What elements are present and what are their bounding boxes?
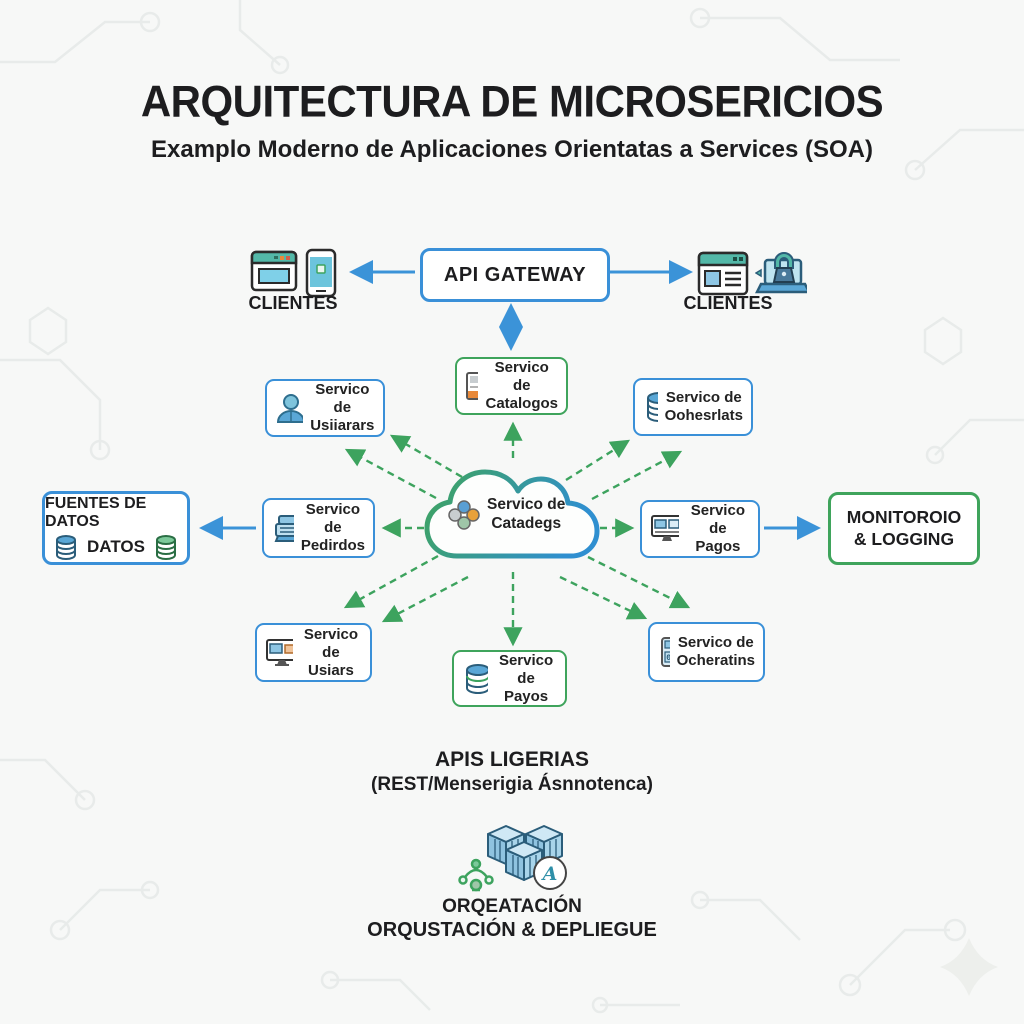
service-label: Catalogos bbox=[485, 395, 558, 412]
monitor-icon bbox=[266, 638, 293, 666]
apis-note-title: APIS LIGERIAS bbox=[434, 748, 590, 771]
letter-a-icon: A bbox=[533, 856, 567, 890]
service-label: Servico de bbox=[315, 381, 370, 416]
service-label: Payos bbox=[503, 687, 549, 705]
data-sources-title: FUENTES DE DATOS bbox=[45, 495, 147, 530]
service-label: Usiiarars bbox=[310, 417, 375, 434]
cloud-shape bbox=[424, 469, 600, 559]
cluster-icon bbox=[448, 499, 480, 530]
service-label: Pedirdos bbox=[300, 537, 365, 554]
service-label: Oohesrlats bbox=[664, 407, 743, 424]
monitoring-box: MONITOROIO& LOGGING bbox=[828, 492, 980, 565]
service-label: Servico de bbox=[305, 501, 360, 536]
page-title: ARQUITECTURA DE MICROSERICIOS bbox=[140, 76, 884, 127]
database-blue-icon bbox=[56, 535, 77, 560]
service-label: Servico de bbox=[665, 389, 742, 406]
dashed-arrow-downleft-b bbox=[381, 575, 469, 623]
cloud-label: Catadegs bbox=[491, 514, 562, 532]
clients-right-label: CLIENTES bbox=[683, 293, 773, 313]
browser-icon bbox=[697, 251, 749, 296]
dashed-arrow-upright-b bbox=[591, 450, 683, 501]
svg-text:A: A bbox=[541, 863, 558, 885]
svg-text:04: 04 bbox=[666, 654, 669, 663]
cash-register-icon bbox=[274, 515, 294, 542]
database-icon bbox=[647, 392, 658, 422]
monitoring-label: MONITOROIO& LOGGING bbox=[846, 506, 962, 549]
browser-icon bbox=[250, 250, 298, 292]
apis-note-subtitle: (REST/Menserigia Ásnnotenca) bbox=[371, 774, 653, 795]
containers-icon bbox=[487, 825, 563, 881]
data-sources-box: FUENTES DE DATOS DATOS bbox=[42, 491, 190, 565]
monitor-icon bbox=[651, 515, 679, 541]
service-label: Pagos bbox=[695, 538, 741, 555]
service-label: Servico de bbox=[303, 625, 359, 661]
dashed-arrow-downright-a bbox=[559, 575, 648, 620]
api-gateway-box: API GATEWAY bbox=[420, 248, 610, 302]
service-label: Servico de bbox=[494, 359, 549, 394]
orchestration-subtitle: ORQUSTACIÓN & DEPLIEGUE bbox=[367, 919, 657, 941]
sparkle-watermark bbox=[940, 938, 998, 996]
page-subtitle: Examplo Moderno de Aplicaciones Orientat… bbox=[150, 136, 873, 163]
dashed-arrow-downright-b bbox=[587, 555, 691, 609]
service-label: Ocheratins bbox=[676, 652, 755, 669]
orchestration-title: ORQEATACIÓN bbox=[442, 896, 582, 917]
calculator-icon: 04 bbox=[661, 637, 670, 667]
clients-left-label: CLIENTES bbox=[248, 293, 338, 313]
phone-icon bbox=[305, 248, 337, 298]
network-icon bbox=[458, 858, 494, 892]
user-icon bbox=[276, 394, 303, 423]
service-label: Servico de bbox=[690, 502, 745, 537]
cloud-label: Servico de bbox=[487, 496, 566, 513]
database-green-icon bbox=[155, 535, 176, 560]
service-label: Servico de bbox=[677, 634, 754, 651]
catalog-icon bbox=[466, 372, 479, 400]
service-label: Servico de bbox=[498, 651, 554, 687]
laptop-lock-icon bbox=[755, 252, 807, 294]
service-label: Usiars bbox=[307, 661, 354, 679]
data-sources-subtitle: DATOS bbox=[87, 537, 145, 556]
database-icon bbox=[466, 663, 489, 694]
